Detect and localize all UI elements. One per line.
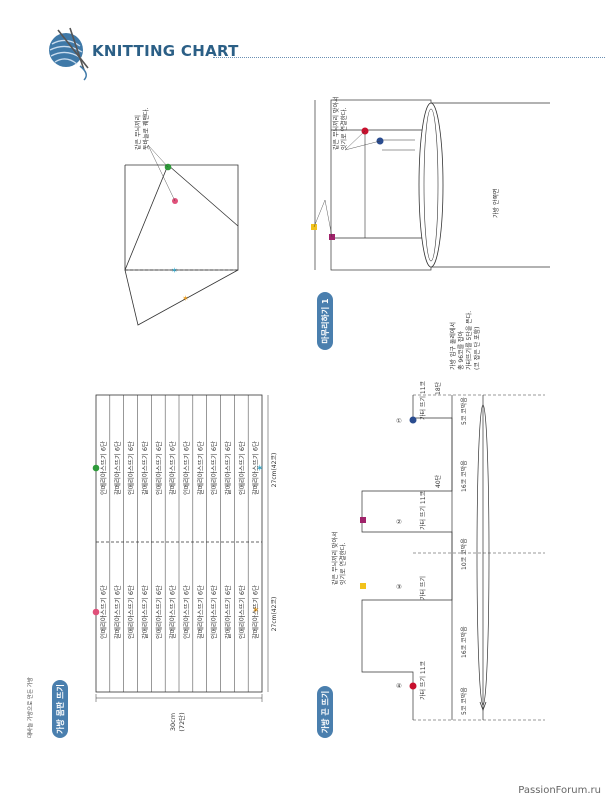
strap-label-2: 가터 뜨기 11코	[419, 490, 427, 530]
row-label: 갈메리아스뜨기 6단	[195, 441, 204, 495]
handle-number-4: ④	[396, 682, 402, 690]
row-label: 갈메리아스뜨기 6단	[251, 441, 260, 495]
row-label: 인메리아스뜨기 6단	[209, 441, 218, 495]
row-label: 인메리아스뜨기 6단	[181, 585, 190, 639]
subtitle: 대바늘 가방으로 만든 가방	[26, 677, 34, 738]
row-label: 갈메리아스뜨기 6단	[195, 585, 204, 639]
fold-diagram: ✶ ✶ 같은 무늬끼리돗바늘로 꿰맨다.	[124, 107, 239, 326]
row-label: 갈메리아스뜨기 6단	[168, 585, 177, 639]
svg-text:가방 몸판 뜨기: 가방 몸판 뜨기	[55, 684, 65, 734]
row-label: 인메리아스뜨기 6단	[181, 441, 190, 495]
svg-text:가방 끈 뜨기: 가방 끈 뜨기	[320, 691, 330, 733]
row-label: 갈메리아스뜨기 6단	[251, 585, 260, 639]
row-label: 갈메리아스뜨기 6단	[223, 585, 232, 639]
row-label: 갈메리아스뜨기 6단	[140, 585, 149, 639]
yarn-ball-icon	[49, 27, 89, 81]
strap-label-4: 가터 뜨기 11코	[419, 660, 427, 700]
fold-note: 같은 무늬끼리돗바늘로 꿰맨다.	[134, 107, 150, 150]
bottom-label-2: 16코 코막음	[460, 460, 468, 492]
bottom-label-4: 16코 코막음	[460, 626, 468, 658]
bottom-label-3: 10코 코막음	[460, 538, 468, 570]
row-label: 갈메리아스뜨기 6단	[112, 585, 121, 639]
marker-cyan-star: ✶	[256, 464, 264, 474]
handle-number-2: ②	[396, 518, 402, 526]
marker-orange-star: ✶	[252, 606, 260, 616]
page-title: KNITTING CHART	[92, 42, 239, 60]
handle-chart: ① ② ③ ④ 가터 뜨기 11코 가터 뜨기 11코 가터 뜨기 가터 뜨기 …	[331, 311, 545, 721]
svg-text:✶: ✶	[182, 294, 189, 303]
row-label: 인메리아스뜨기 6단	[154, 441, 163, 495]
rows-mid: 40단	[434, 474, 442, 488]
bag-inside-label: 가방 안쪽면	[492, 188, 500, 218]
handle-number-3: ③	[396, 583, 402, 591]
row-label: 갈메리아스뜨기 6단	[168, 441, 177, 495]
row-label: 인메리아스뜨기 6단	[98, 441, 107, 495]
handle-number-1: ①	[396, 417, 402, 425]
bottom-label-1: 5코 코막음	[460, 397, 468, 425]
body-chart: 30cm(72단) 27cm(42코) 27cm(42코) ✶ ✶ 인메리아스뜨…	[92, 394, 278, 732]
marker-green	[92, 464, 100, 472]
watermark: PassionForum.ru	[518, 785, 601, 796]
section-label-finish: 마무리하기 1	[317, 292, 333, 350]
half-width-label-upper: 27cm(42코)	[271, 453, 278, 488]
row-label: 갈메리아스뜨기 6단	[140, 441, 149, 495]
row-label: 인메리아스뜨기 6단	[237, 585, 246, 639]
rows-top: 18단	[434, 381, 442, 395]
svg-text:마무리하기 1: 마무리하기 1	[320, 298, 330, 344]
section-label-body: 가방 몸판 뜨기	[52, 680, 68, 738]
header-divider	[213, 57, 605, 58]
handle-join-note: 같은 무늬끼리 맞아서잇기로 연결한다.	[331, 532, 347, 586]
row-label: 인메리아스뜨기 6단	[126, 585, 135, 639]
strap-label-1: 가터 뜨기 11코	[419, 380, 427, 420]
half-width-label-lower: 27cm(42코)	[271, 597, 278, 632]
body-width-label: 30cm(72단)	[169, 712, 186, 731]
section-label-handle: 가방 끈 뜨기	[317, 686, 333, 738]
row-label: 인메리아스뜨기 6단	[98, 585, 107, 639]
row-label: 인메리아스뜨기 6단	[126, 441, 135, 495]
header: KNITTING CHART	[0, 0, 607, 81]
finish-note: 같은 무늬끼리 맞아서잇기로 연결한다.	[332, 97, 348, 151]
pickup-note: 가방 입구 둘레에서총 96코를 잡아가터뜨기를 5단을 뜬다.(코 잡은 단 …	[449, 311, 481, 370]
row-label: 갈메리아스뜨기 6단	[112, 441, 121, 495]
bottom-label-5: 5코 코막음	[460, 687, 468, 715]
strap-label-3: 가터 뜨기	[419, 576, 427, 600]
svg-text:✶: ✶	[171, 266, 178, 275]
row-label: 갈메리아스뜨기 6단	[223, 441, 232, 495]
finish-diagram: 같은 무늬끼리 맞아서잇기로 연결한다. 가방 안쪽면	[311, 97, 550, 271]
row-label: 인메리아스뜨기 6단	[154, 585, 163, 639]
marker-pink	[92, 608, 100, 616]
row-label: 인메리아스뜨기 6단	[237, 441, 246, 495]
row-label: 인메리아스뜨기 6단	[209, 585, 218, 639]
